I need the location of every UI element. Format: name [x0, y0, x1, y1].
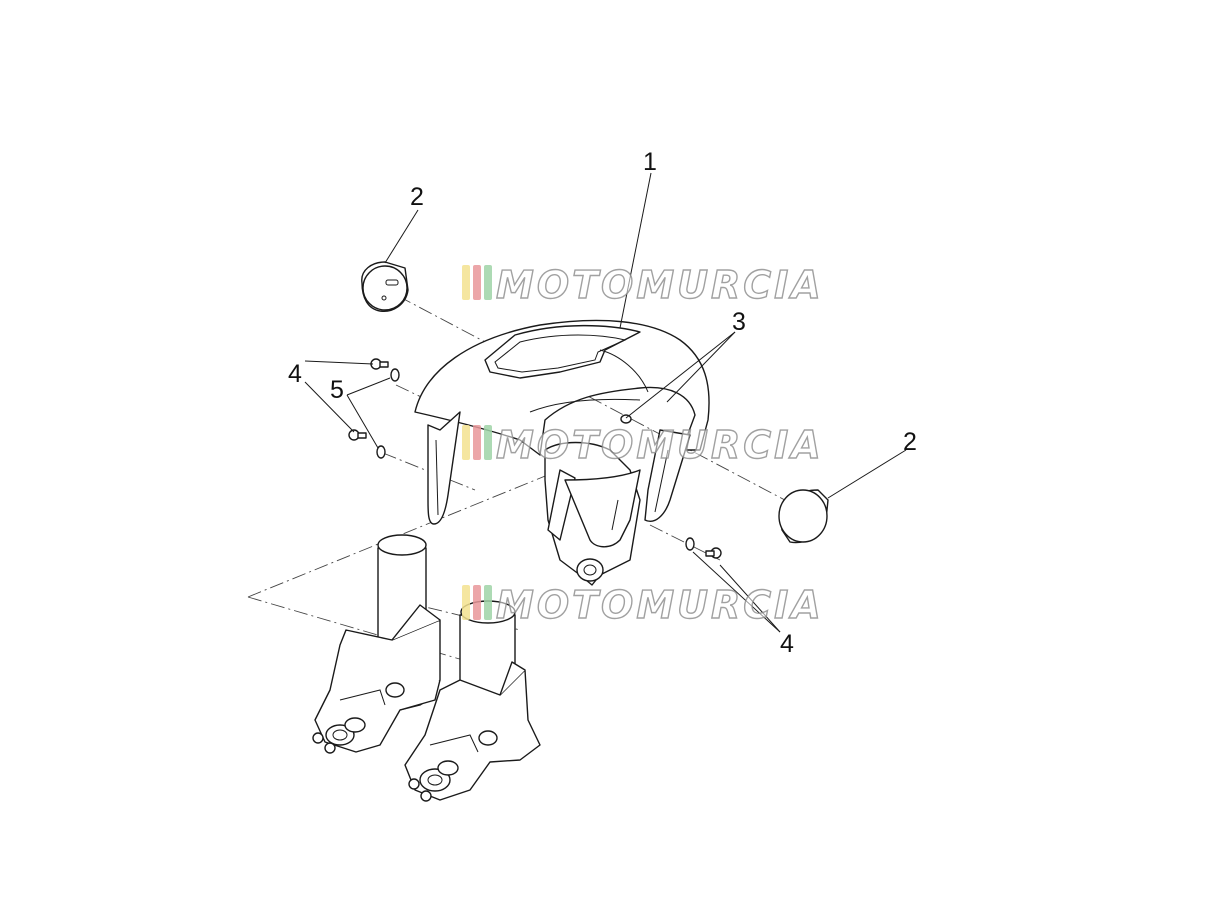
mudguard-small-screw [620, 414, 632, 424]
callout-5: 5 [330, 376, 344, 404]
callout-2-right: 2 [903, 428, 917, 456]
watermark-text: MOTOMURCIA [496, 583, 824, 627]
callout-4-right: 4 [780, 630, 794, 658]
callout-2-left: 2 [410, 183, 424, 211]
watermark-stripe-1 [462, 585, 470, 620]
watermark-stripe-1 [462, 265, 470, 300]
watermark-stripe-2 [473, 425, 481, 460]
watermark-stripe-3 [484, 265, 492, 300]
right-cap [778, 489, 829, 544]
watermark-stripe-2 [473, 585, 481, 620]
left-cap [361, 261, 409, 312]
left-fork-leg [312, 534, 441, 754]
watermark-text: MOTOMURCIA [496, 263, 824, 307]
callout-labels: 1 2 2 3 4 5 4 [288, 148, 917, 658]
screw-right [705, 547, 722, 559]
callout-3: 3 [732, 308, 746, 336]
washer-upper-left [390, 368, 400, 382]
washer-right [685, 537, 695, 551]
watermark-stripe-2 [473, 265, 481, 300]
front-mudguard [414, 319, 710, 586]
watermark-text: MOTOMURCIA [496, 423, 824, 467]
watermark-stripe-1 [462, 425, 470, 460]
watermark-stripe-3 [484, 585, 492, 620]
watermark-top: MOTOMURCIA [462, 262, 824, 308]
leader-lines [304, 172, 907, 633]
callout-4-left: 4 [288, 360, 302, 388]
watermark-bottom: MOTOMURCIA [462, 582, 824, 628]
watermark-stripe-3 [484, 425, 492, 460]
watermark-middle: MOTOMURCIA [462, 422, 824, 468]
callout-1: 1 [643, 148, 657, 176]
screw-lower-left [348, 429, 367, 441]
screw-upper-left [370, 358, 389, 370]
washer-lower-left [376, 445, 386, 459]
